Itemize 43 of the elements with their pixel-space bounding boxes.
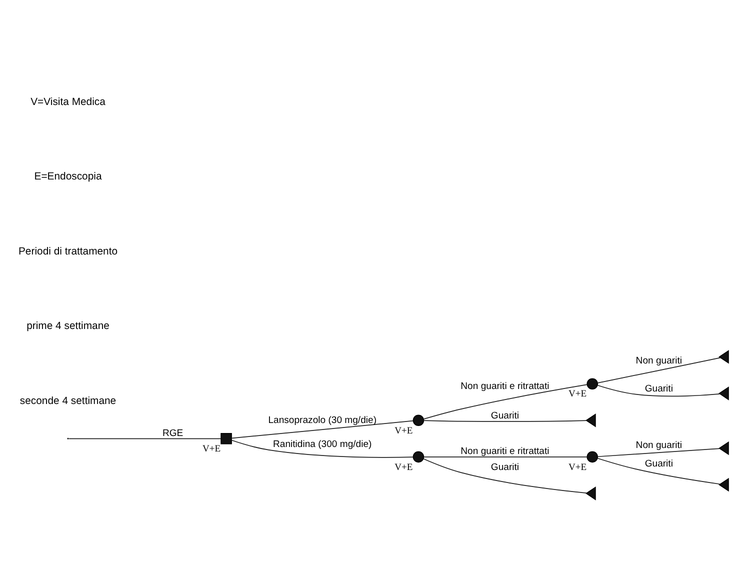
node-circle (412, 414, 424, 426)
connector (597, 448, 720, 457)
connector (423, 384, 588, 420)
node-circle (412, 450, 424, 462)
label: prime 4 settimane (26, 320, 110, 332)
edge-label: Ranitidina (300 mg/die) (273, 438, 372, 450)
connector (231, 439, 414, 458)
node-triangle (586, 486, 596, 500)
connector (597, 457, 721, 484)
connector (596, 384, 720, 396)
label: Periodi di trattamento (18, 246, 118, 257)
label: V=Visita Medica (30, 96, 106, 108)
edge-label: Non guariti e ritrattati (460, 446, 550, 457)
connector (68, 438, 222, 439)
node-box (220, 432, 232, 444)
node-triangle (718, 477, 729, 492)
node-label: V+E (394, 424, 413, 436)
node-circle (586, 450, 598, 462)
node-triangle (586, 413, 596, 427)
node-label: V+E (394, 461, 413, 472)
edge-label: Guariti (644, 383, 673, 394)
edge-label: Guariti (490, 410, 520, 421)
node-label: V+E (568, 388, 587, 400)
edge-label: RGE (162, 427, 184, 438)
edge-label: Non guariti (636, 355, 682, 366)
connector (597, 356, 721, 383)
node-label: V+E (568, 461, 587, 472)
label: seconde 4 settimane (20, 395, 116, 406)
edge-label: Lansoprazolo (30 mg/die) (268, 414, 376, 426)
node-triangle (718, 350, 729, 364)
node-triangle (718, 386, 729, 400)
edge-label: Guariti (490, 461, 520, 472)
connector (424, 456, 588, 457)
node-label: V+E (202, 443, 221, 454)
node-triangle (718, 440, 729, 455)
edge-label: Non guariti (636, 440, 682, 451)
label: E=Endoscopia (34, 171, 102, 182)
edge-label: Guariti (644, 458, 673, 469)
connector (231, 420, 414, 438)
edge-label: Non guariti e ritrattati (460, 380, 550, 392)
connector (422, 458, 588, 493)
node-circle (586, 378, 598, 390)
connector (423, 420, 587, 422)
